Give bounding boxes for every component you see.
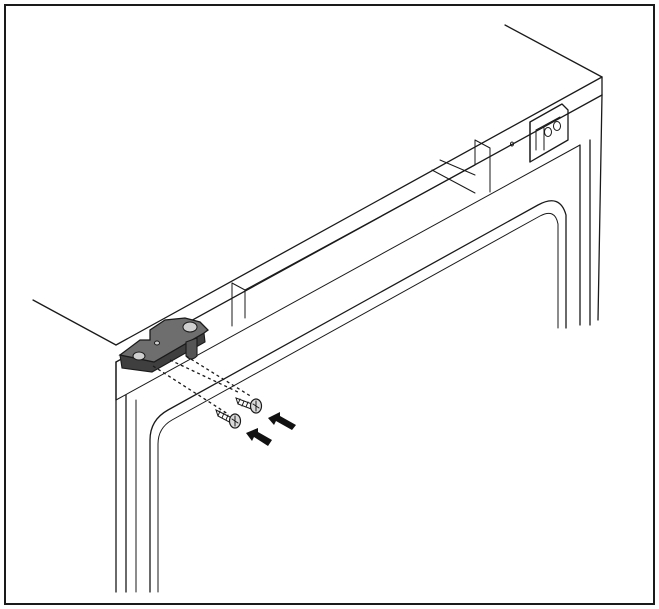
alignment-lines	[152, 355, 253, 415]
arrow-upper-icon	[268, 412, 296, 430]
cabinet-body	[32, 24, 603, 593]
frame-border	[4, 4, 655, 605]
screw-upper	[235, 397, 263, 414]
bracket-hole-icon	[154, 340, 160, 346]
bracket-hole-icon	[182, 321, 198, 333]
cabinet-hole-icon	[510, 141, 514, 147]
left-hinge-bracket	[118, 317, 209, 373]
arrow-lower-icon	[246, 428, 272, 446]
screw-lower	[215, 409, 242, 429]
bracket-hole-icon	[132, 351, 146, 361]
right-hinge-bracket	[510, 103, 569, 163]
hinge-screw-hole-icon	[544, 127, 552, 137]
hinge-screw-hole-icon	[553, 121, 561, 131]
